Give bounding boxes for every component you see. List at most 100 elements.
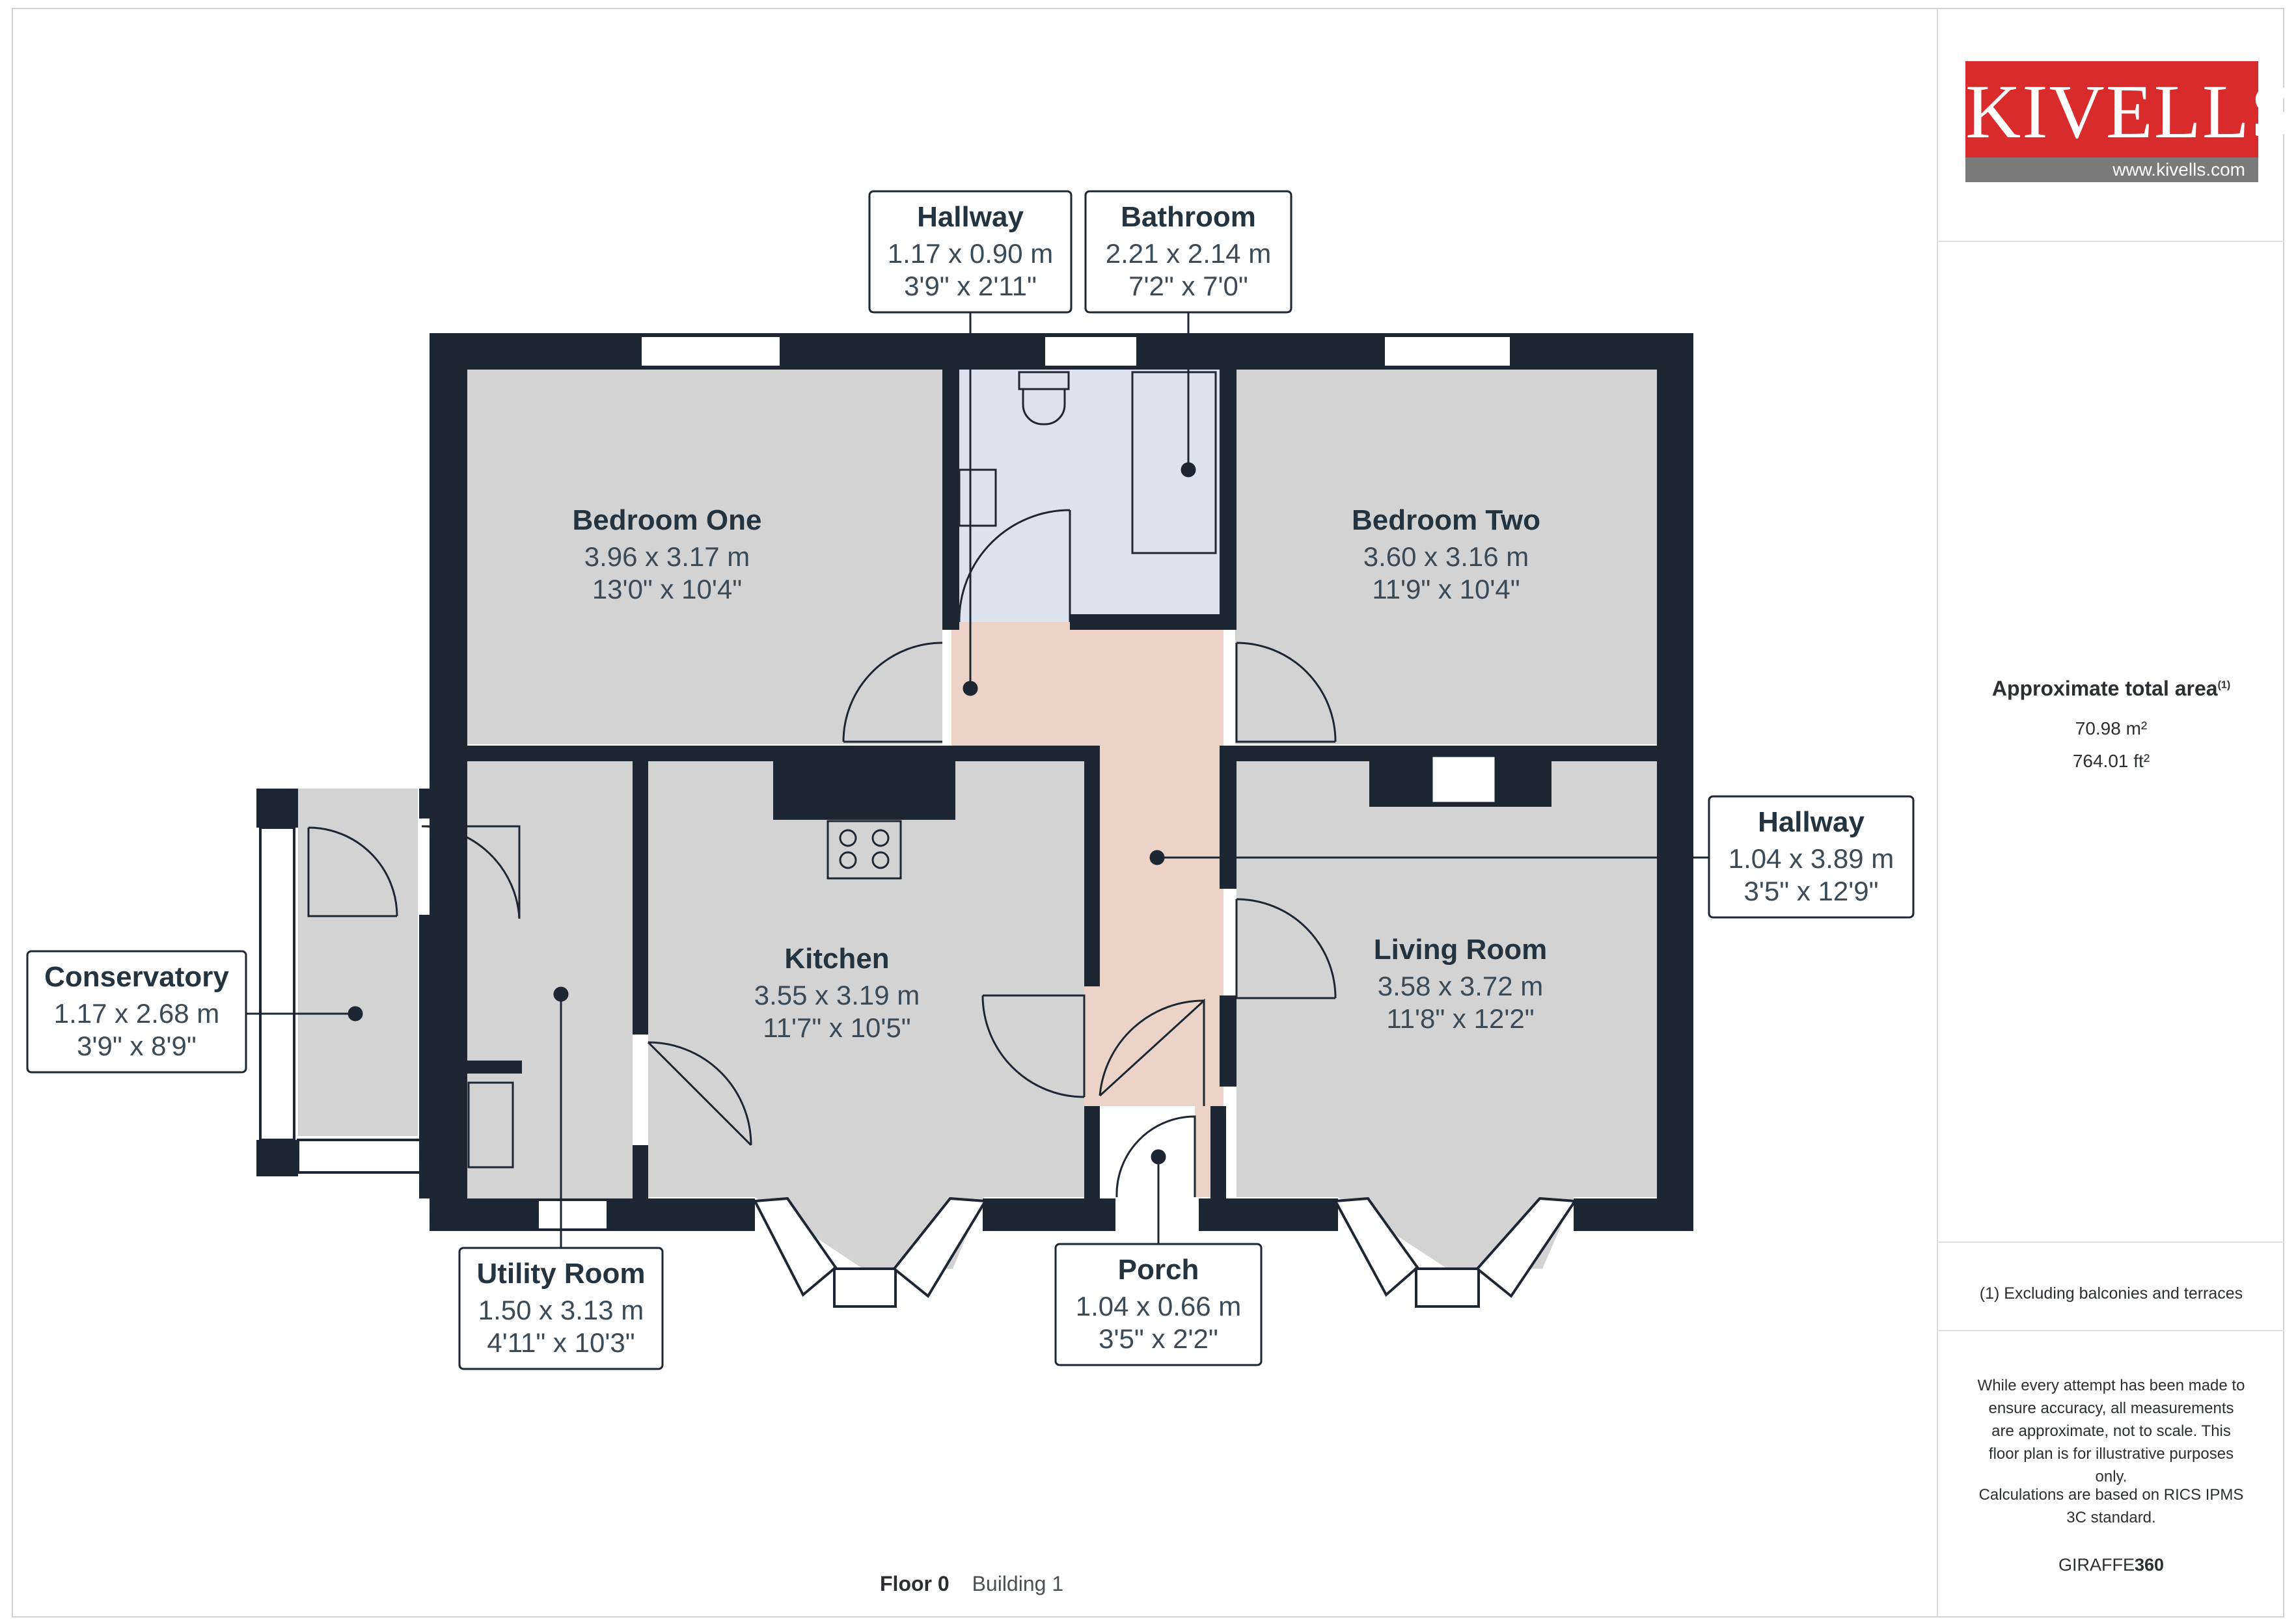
room-label-bedroom-two: Bedroom Two 3.60 x 3.16 m 11'9" x 10'4" — [1352, 504, 1540, 604]
wall-mid-horizontal-left — [467, 746, 1091, 761]
wall-utility-left-upper — [419, 789, 467, 819]
windows — [259, 334, 1578, 1308]
floor-caption: Floor 0 Building 1 — [880, 1572, 1063, 1596]
callout-metric: 1.17 x 0.90 m — [888, 238, 1053, 269]
door-porch-front — [1115, 1115, 1196, 1198]
wall-utility-left — [419, 915, 467, 1198]
wall-bath-bed2 — [1220, 370, 1237, 630]
door-kitchen — [981, 994, 1086, 1098]
room-imperial: 11'9" x 10'4" — [1372, 574, 1520, 604]
fixtures — [467, 371, 1497, 1169]
door-utility-side — [421, 825, 521, 919]
door-bedroom-two — [1235, 642, 1337, 743]
producer-prefix: GIRAFFE — [2058, 1555, 2135, 1575]
room-label-living-room: Living Room 3.58 x 3.72 m 11'8" x 12'2" — [1374, 934, 1547, 1034]
window-bed1 — [639, 334, 782, 368]
room-metric: 3.55 x 3.19 m — [754, 980, 920, 1010]
door-bedroom-one — [842, 642, 943, 743]
basin — [958, 468, 997, 527]
wall-utility-kitchen-lower — [633, 1145, 648, 1198]
callout-utility: Utility Room 1.50 x 3.13 m 4'11" x 10'3" — [458, 1247, 664, 1370]
callout-metric: 1.04 x 3.89 m — [1729, 843, 1894, 874]
wall-right — [1657, 333, 1693, 1231]
area-title-text: Approximate total area — [1991, 677, 2218, 700]
living-room-floor — [1237, 761, 1657, 1269]
room-label-bedroom-one: Bedroom One 3.96 x 3.17 m 13'0" x 10'4" — [573, 504, 762, 604]
utility-sink — [467, 1081, 514, 1169]
wall-bottom-mid — [983, 1198, 1115, 1231]
callout-imperial: 4'11" x 10'3" — [487, 1327, 635, 1358]
footnote: (1) Excluding balconies and terraces — [1979, 1284, 2243, 1303]
fireplace — [1430, 755, 1497, 804]
room-imperial: 11'8" x 12'2" — [1386, 1003, 1534, 1034]
door-bathroom — [958, 509, 1071, 623]
room-imperial: 13'0" x 10'4" — [592, 574, 742, 604]
room-name: Bedroom One — [573, 504, 762, 536]
room-metric: 3.60 x 3.16 m — [1363, 541, 1529, 572]
callout-name: Hallway — [917, 201, 1024, 233]
area-ft2: 764.01 ft² — [2072, 751, 2150, 771]
callout-name: Hallway — [1758, 806, 1865, 838]
logo-url: www.kivells.com — [1965, 157, 2258, 182]
callout-name: Utility Room — [476, 1258, 645, 1290]
callout-imperial: 7'2" x 7'0" — [1128, 271, 1248, 301]
door-utility — [647, 1041, 752, 1146]
wall-porch-left — [1084, 1106, 1100, 1198]
callout-imperial: 3'9" x 8'9" — [77, 1031, 197, 1061]
window-bath — [1043, 334, 1139, 368]
kivells-logo: KIVELLS www.kivells.com — [1965, 61, 2295, 182]
hob-ring — [839, 829, 857, 847]
utility-shelf — [467, 1061, 522, 1074]
wall-bottom-right — [1574, 1198, 1693, 1231]
callout-imperial: 3'5" x 2'2" — [1099, 1323, 1218, 1354]
window-bed2 — [1382, 334, 1512, 368]
toilet-cistern — [1018, 371, 1070, 390]
shower — [1131, 371, 1217, 554]
room-metric: 3.58 x 3.72 m — [1378, 971, 1543, 1001]
wall-conservatory-bottom — [256, 1140, 298, 1176]
wall-kitchen-hall — [1084, 746, 1100, 986]
window-conservatory-bottom — [297, 1139, 422, 1174]
callout-name: Conservatory — [44, 961, 229, 993]
door-hall-porch — [1099, 998, 1205, 1106]
callout-metric: 2.21 x 2.14 m — [1106, 238, 1271, 269]
wall-hall-living-lower — [1220, 995, 1237, 1087]
window-living-bay-mid — [1415, 1267, 1480, 1308]
leader-lines — [246, 311, 1709, 1248]
calculations-note: Calculations are based on RICS IPMS 3C s… — [1978, 1486, 2244, 1526]
callout-imperial: 3'5" x 12'9" — [1744, 876, 1879, 906]
hob-ring — [839, 851, 857, 869]
window-kitchen-bay-mid — [833, 1267, 897, 1308]
room-name: Living Room — [1374, 934, 1547, 966]
callout-hallway-top: Hallway 1.17 x 0.90 m 3'9" x 2'11" — [868, 190, 1073, 314]
info-sidebar: KIVELLS www.kivells.com Approximate tota… — [1937, 9, 2295, 1616]
callout-conservatory: Conservatory 1.17 x 2.68 m 3'9" x 8'9" — [26, 950, 247, 1074]
wall-utility-kitchen — [633, 761, 648, 1035]
wall-conservatory-top — [256, 789, 298, 828]
producer-credit: GIRAFFE360 — [1938, 1555, 2284, 1575]
wall-bed1-bath — [942, 370, 959, 630]
area-title: Approximate total area(1) — [1938, 677, 2284, 701]
window-kitchen-bay-right — [892, 1197, 988, 1298]
window-utility — [536, 1198, 609, 1231]
bedroom-two-floor — [1235, 370, 1657, 744]
callout-name: Porch — [1118, 1254, 1199, 1286]
chimney-kitchen — [773, 761, 955, 820]
logo-brand-name: KIVELLS — [1965, 69, 2295, 154]
room-imperial: 11'7" x 10'5" — [763, 1012, 910, 1043]
divider — [1938, 1330, 2284, 1331]
divider — [1938, 1241, 2284, 1243]
room-name: Kitchen — [784, 943, 889, 975]
wall-porch-right — [1210, 1106, 1226, 1198]
callout-porch: Porch 1.04 x 0.66 m 3'5" x 2'2" — [1054, 1243, 1263, 1366]
area-m2: 70.98 m² — [2075, 718, 2148, 738]
callout-imperial: 3'9" x 2'11" — [904, 271, 1037, 301]
hob — [827, 820, 902, 880]
callout-name: Bathroom — [1121, 201, 1256, 233]
room-floors — [298, 370, 1657, 1269]
conservatory-floor — [298, 789, 418, 1136]
wall-bath-bottom — [1070, 614, 1220, 630]
divider — [1938, 241, 2284, 242]
callout-hallway-right: Hallway 1.04 x 3.89 m 3'5" x 12'9" — [1708, 795, 1915, 919]
window-conservatory-left — [259, 826, 295, 1141]
